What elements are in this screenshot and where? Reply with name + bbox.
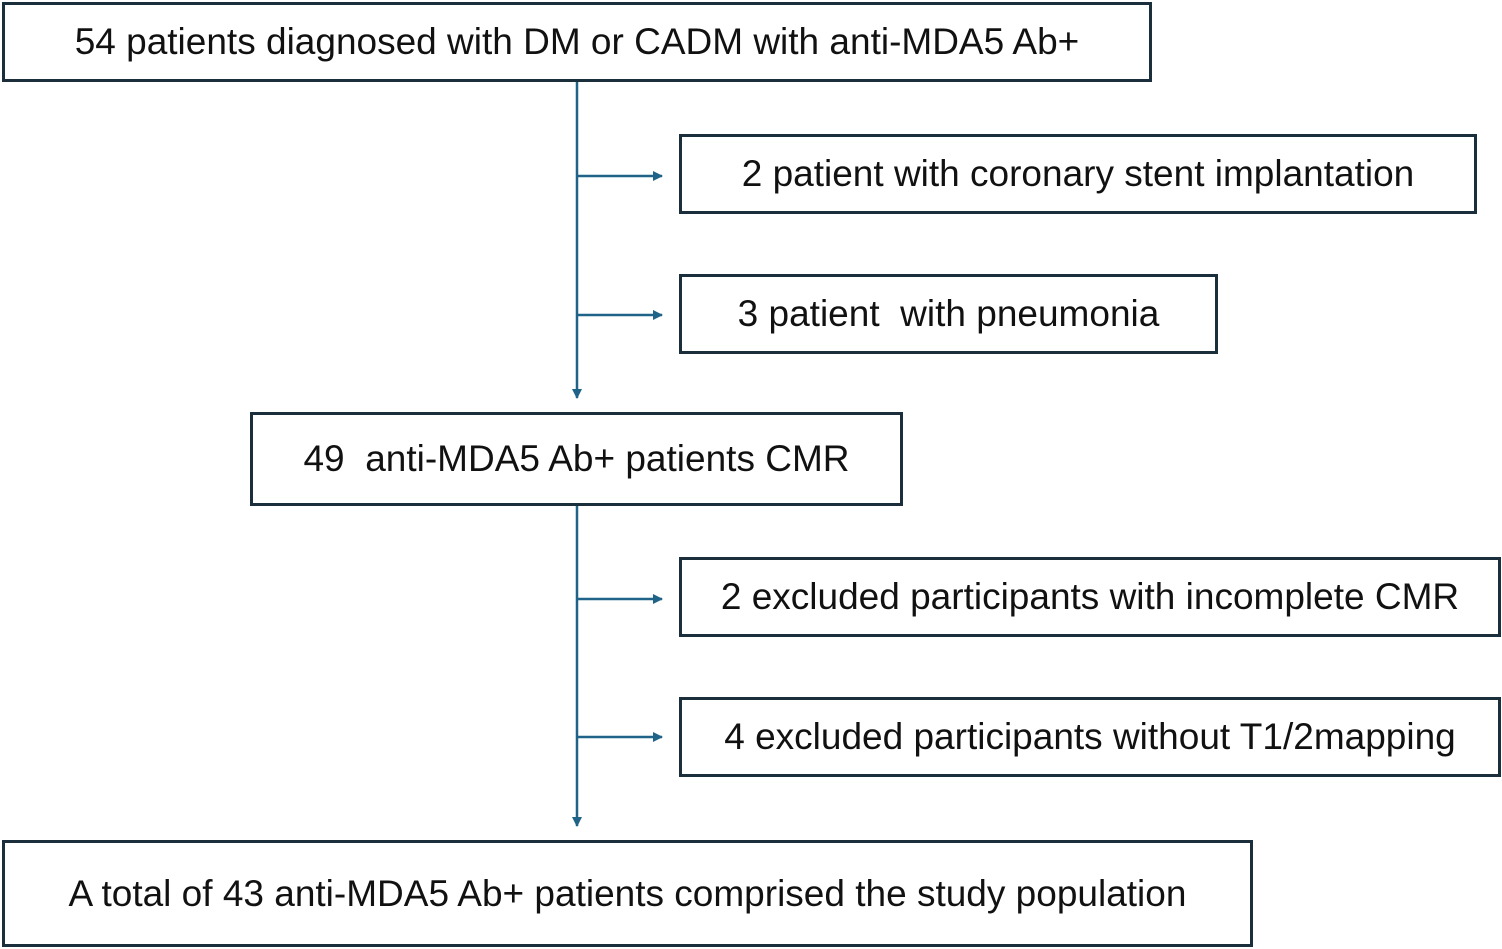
box-final-population: A total of 43 anti-MDA5 Ab+ patients com…	[2, 840, 1253, 947]
box-exclusion-stent-label: 2 patient with coronary stent implantati…	[741, 153, 1415, 194]
box-exclusion-incomplete-cmr: 2 excluded participants with incomplete …	[679, 557, 1501, 637]
box-initial-cohort-label: 54 patients diagnosed with DM or CADM wi…	[74, 21, 1080, 62]
box-exclusion-stent: 2 patient with coronary stent implantati…	[679, 134, 1477, 214]
box-exclusion-pneumonia: 3 patient with pneumonia	[679, 274, 1218, 354]
box-initial-cohort: 54 patients diagnosed with DM or CADM wi…	[2, 2, 1152, 82]
box-exclusion-no-mapping-label: 4 excluded participants without T1/2mapp…	[724, 716, 1456, 757]
box-exclusion-pneumonia-label: 3 patient with pneumonia	[737, 293, 1160, 334]
box-exclusion-incomplete-cmr-label: 2 excluded participants with incomplete …	[720, 576, 1460, 617]
box-cmr-cohort-label: 49 anti-MDA5 Ab+ patients CMR	[303, 438, 850, 479]
box-cmr-cohort: 49 anti-MDA5 Ab+ patients CMR	[250, 412, 903, 506]
box-exclusion-no-mapping: 4 excluded participants without T1/2mapp…	[679, 697, 1501, 777]
box-final-population-label: A total of 43 anti-MDA5 Ab+ patients com…	[68, 872, 1187, 914]
